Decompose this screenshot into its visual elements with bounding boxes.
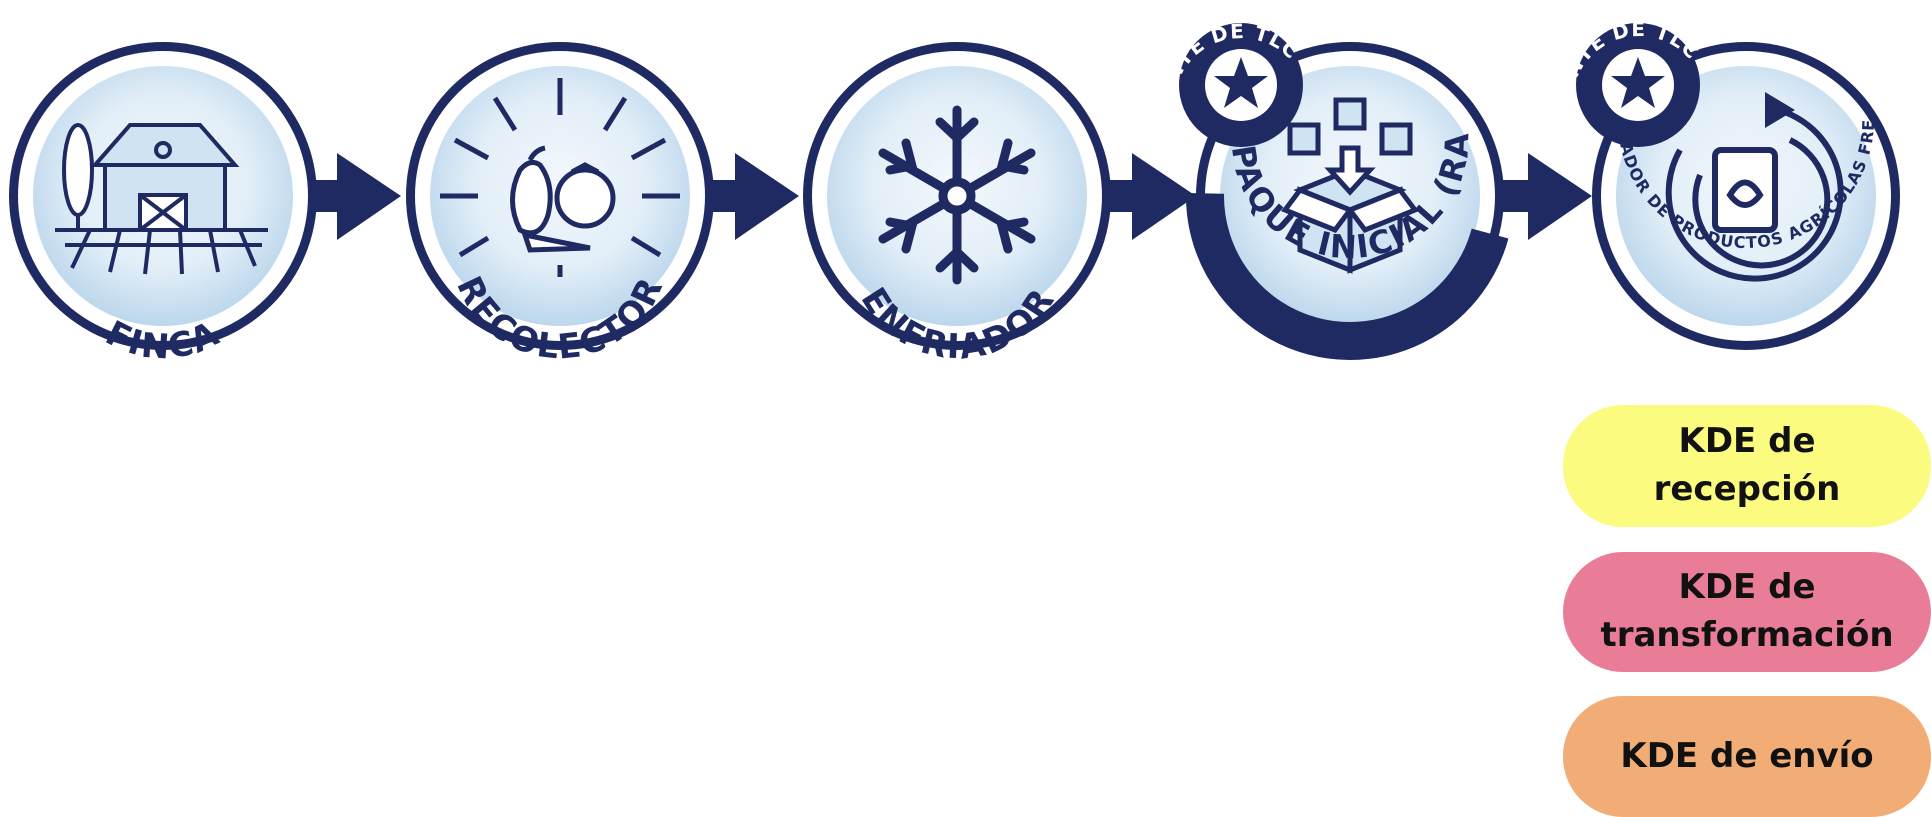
- stage-recolector: RECOLECTOR: [406, 42, 714, 368]
- star-icon: [1611, 57, 1665, 108]
- kde-envio-label: KDE de envío: [1620, 735, 1874, 776]
- kde-recepcion-pill: KDE de recepción: [1563, 405, 1931, 527]
- stage-finca: FINCA: [9, 42, 317, 368]
- star-icon: [1214, 57, 1268, 108]
- package-icon: [1281, 97, 1419, 274]
- produce-icon: [440, 78, 680, 277]
- tlc-source-badge: FUENTE DE TLC: [1155, 19, 1303, 147]
- flow-arrow-4: [1503, 153, 1592, 240]
- snowflake-icon: [878, 105, 1036, 285]
- kde-recepcion-label: KDE de recepción: [1653, 421, 1841, 509]
- flow-arrow-1: [312, 153, 401, 240]
- kde-transformacion-pill: KDE de transformación: [1563, 552, 1931, 672]
- farm-icon: [55, 123, 268, 275]
- flow-arrow-3: [1107, 153, 1196, 240]
- processing-icon: [1665, 92, 1844, 282]
- stage-enfriador: ENFRIADOR: [803, 42, 1111, 368]
- kde-transformacion-label: KDE de transformación: [1600, 567, 1894, 655]
- flow-arrow-2: [710, 153, 799, 240]
- kde-envio-pill: KDE de envío: [1563, 696, 1931, 817]
